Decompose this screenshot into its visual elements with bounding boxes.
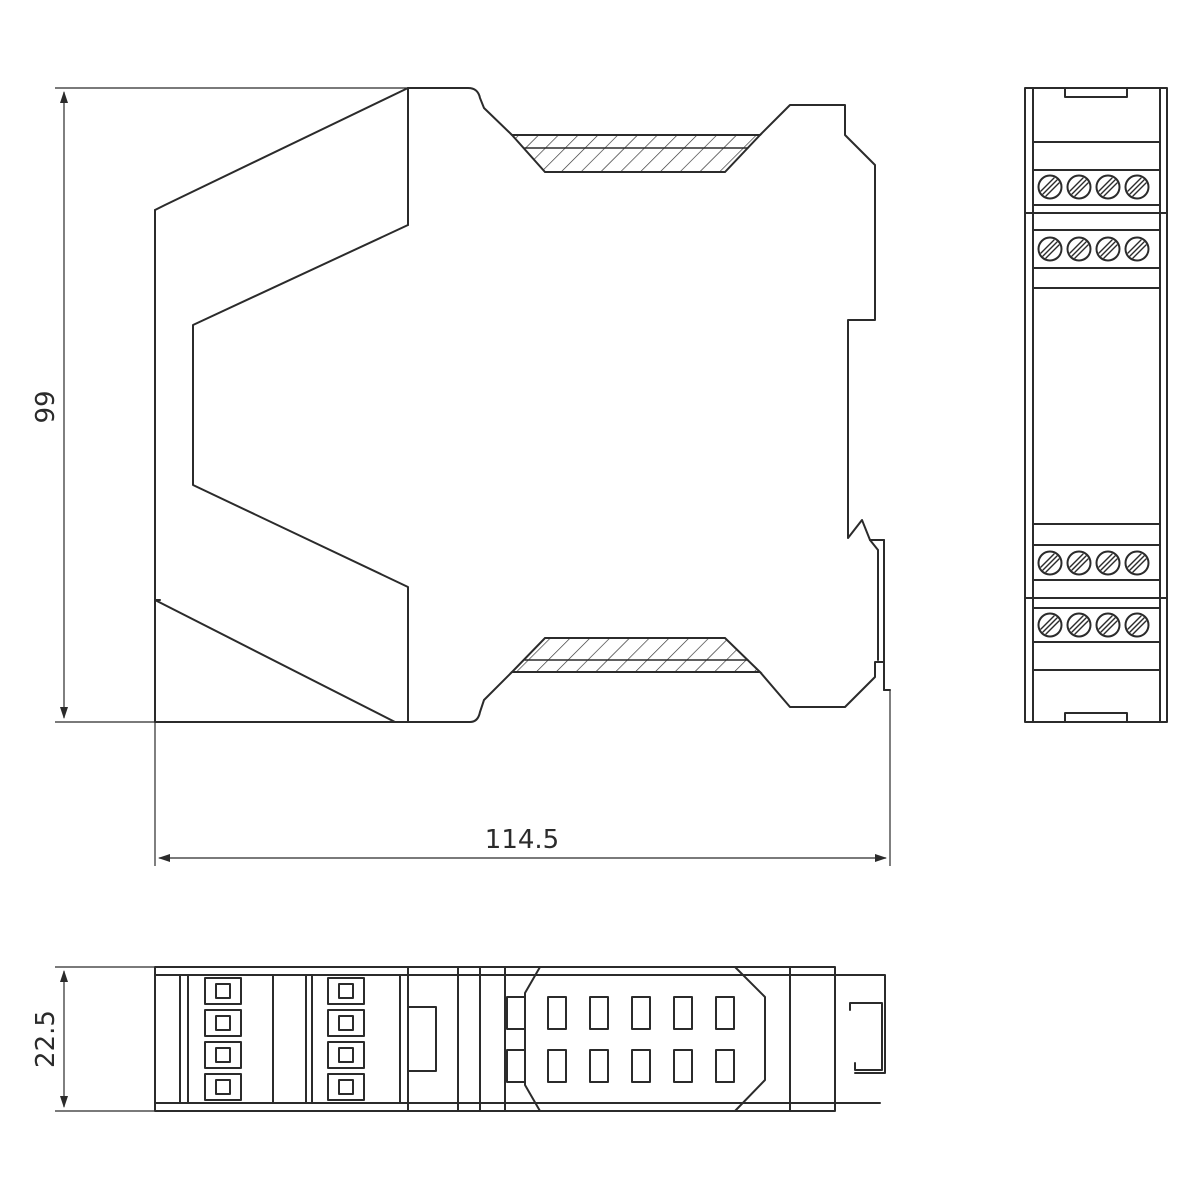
screw-icon xyxy=(1037,612,1063,638)
depth-label: 22.5 xyxy=(31,1010,61,1068)
terminal-screws xyxy=(1037,174,1150,638)
screw-icon xyxy=(1037,550,1063,576)
screw-icon xyxy=(1066,550,1092,576)
screw-icon xyxy=(1124,550,1150,576)
screw-icon xyxy=(1037,174,1063,200)
din-rail-clip xyxy=(834,974,886,1074)
front-view xyxy=(1024,87,1168,723)
screw-icon xyxy=(1066,174,1092,200)
screw-icon xyxy=(1124,174,1150,200)
plug-socket xyxy=(204,1009,242,1037)
plug-socket xyxy=(327,1009,365,1037)
terminal-plugs xyxy=(204,977,365,1101)
height-label: 99 xyxy=(31,390,61,423)
screw-icon xyxy=(1095,612,1121,638)
screw-icon xyxy=(1124,236,1150,262)
screw-icon xyxy=(1066,236,1092,262)
plug-socket xyxy=(204,1041,242,1069)
bottom-vent-grille xyxy=(509,637,763,673)
side-view xyxy=(154,87,891,723)
depth-dimension: 22.5 xyxy=(31,966,155,1112)
screw-icon xyxy=(1095,174,1121,200)
screw-icon xyxy=(1037,236,1063,262)
plug-socket xyxy=(327,1041,365,1069)
plug-socket xyxy=(204,977,242,1005)
screw-icon xyxy=(1124,612,1150,638)
bottom-view-outline xyxy=(154,966,836,1112)
top-vent-grille xyxy=(509,134,763,173)
screw-icon xyxy=(1095,236,1121,262)
width-dimension: 114.5 xyxy=(154,600,891,866)
screw-icon xyxy=(1095,550,1121,576)
bottom-vent-ribs xyxy=(506,966,766,1112)
side-view-outline xyxy=(154,87,885,723)
latch-slot xyxy=(407,1006,437,1072)
screw-icon xyxy=(1066,612,1092,638)
plug-socket xyxy=(327,977,365,1005)
plug-socket xyxy=(327,1073,365,1101)
width-label: 114.5 xyxy=(485,825,559,855)
bottom-view xyxy=(154,966,886,1112)
plug-socket xyxy=(204,1073,242,1101)
height-dimension: 99 xyxy=(31,87,408,723)
front-panel-upper-bevel xyxy=(154,87,409,723)
